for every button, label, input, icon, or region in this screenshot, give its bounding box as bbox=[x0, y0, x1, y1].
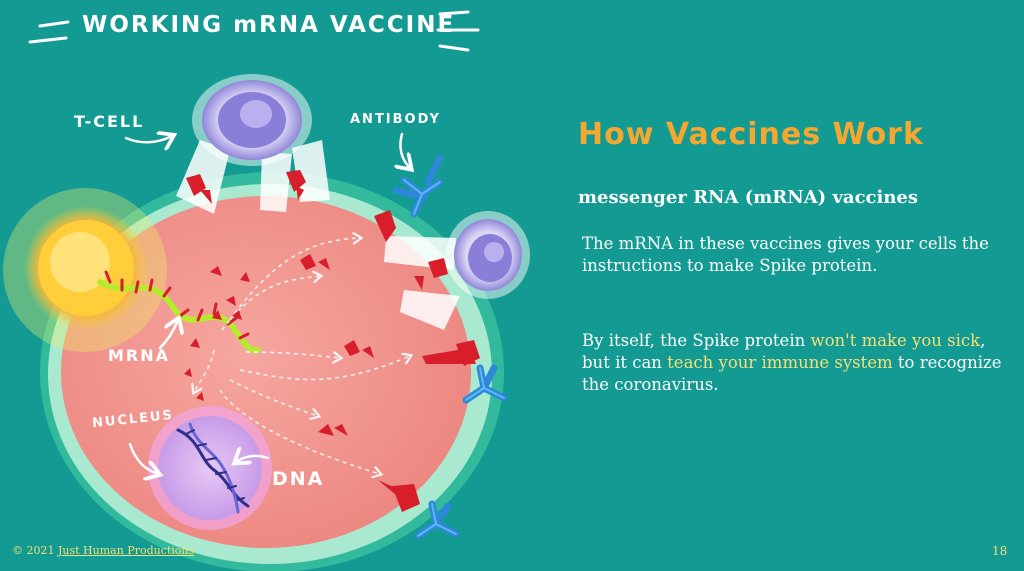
spike-fragments bbox=[184, 254, 374, 436]
label-arrows bbox=[124, 134, 410, 474]
tcell-top bbox=[176, 74, 330, 214]
highlight-immune-system: teach your immune system bbox=[667, 353, 893, 372]
page-number: 18 bbox=[992, 544, 1008, 558]
dna-helix bbox=[176, 422, 250, 514]
slide-subheading: messenger RNA (mRNA) vaccines bbox=[578, 187, 919, 208]
footer-copyright: © 2021 Just Human Productions bbox=[12, 544, 194, 557]
producer-link[interactable]: Just Human Productions bbox=[58, 544, 195, 557]
surface-spikes bbox=[378, 340, 480, 512]
tcell-label: T-CELL bbox=[74, 112, 145, 131]
paragraph-text: to recognize the coronavirus. bbox=[582, 353, 1002, 394]
highlight-wont-make-you-sick: won't make you sick bbox=[810, 331, 981, 350]
paragraph-text: By itself, the Spike protein bbox=[582, 331, 811, 350]
mrna-label: MRNA bbox=[108, 346, 171, 365]
antibody-label: ANTIBODY bbox=[350, 112, 441, 127]
tcell-right bbox=[374, 210, 530, 330]
copyright-text: © 2021 bbox=[12, 544, 58, 557]
title-dashes bbox=[28, 10, 480, 52]
paragraph-mrna-instructions: The mRNA in these vaccines gives your ce… bbox=[582, 234, 989, 275]
dna-label: DNA bbox=[272, 468, 325, 490]
paragraph-text: , but it can bbox=[582, 331, 986, 372]
paragraph-spike-protein: By itself, the Spike protein won't make … bbox=[582, 330, 1007, 396]
illustration-title: WORKING mRNA VACCINE bbox=[82, 12, 456, 38]
mrna-vaccine-illustration bbox=[3, 10, 530, 571]
slide-heading: How Vaccines Work bbox=[578, 117, 924, 152]
